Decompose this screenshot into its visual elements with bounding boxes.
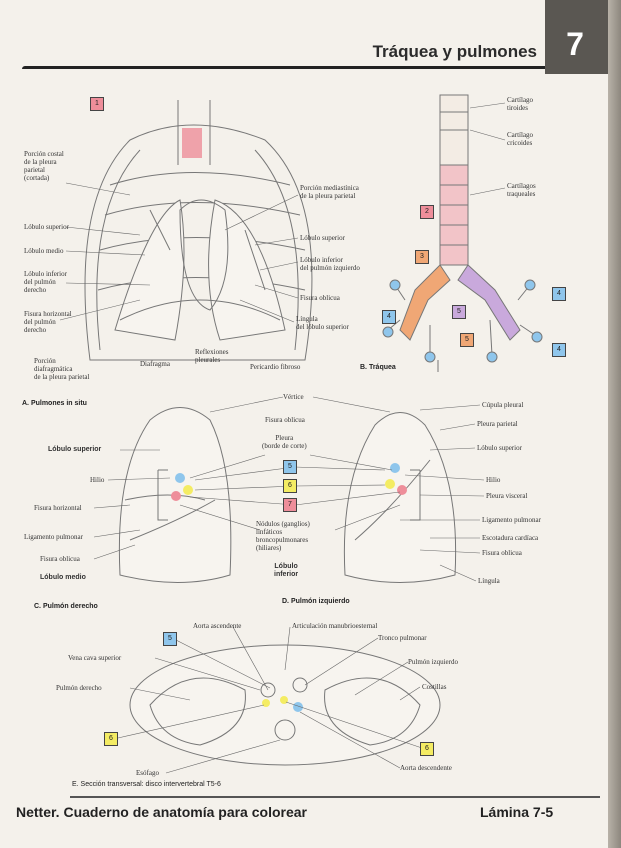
label-tiroides: Cartílago tiroides — [507, 96, 534, 112]
label-costillas: Costillas — [422, 683, 447, 691]
left-lung-d — [343, 412, 457, 583]
label-articulacion: Articulación manubrioesternal — [292, 622, 378, 630]
page-title: Tráquea y pulmones — [372, 42, 537, 61]
key-6-e-left: 6 — [104, 732, 118, 746]
page-binding — [608, 0, 621, 848]
label-lingula-d: Língula — [478, 577, 500, 585]
key-4-right-upper: 4 — [552, 287, 566, 301]
label-escotadura: Escotadura cardíaca — [482, 534, 539, 542]
label-pulmon-izquierdo: Pulmón izquierdo — [408, 658, 458, 666]
label-lobulo-medio: Lóbulo medio — [24, 247, 64, 255]
label-fisura-oblicua-d: Fisura oblicua — [482, 549, 522, 557]
label-pleura-diafragmatica: Porción diafragmática de la pleura parie… — [34, 357, 90, 381]
label-lobulo-superior-l: Lóbulo superior — [300, 234, 345, 242]
anatomy-illustrations — [59, 94, 543, 774]
footer-book-title: Netter. Cuaderno de anatomía para colore… — [16, 804, 307, 820]
label-aorta-ascendente: Aorta ascendente — [193, 622, 242, 630]
label-vena-cava: Vena cava superior — [68, 654, 122, 662]
label-fisura-horizontal-a: Fisura horizontal del pulmón derecho — [24, 310, 72, 334]
footer-plate: Lámina 7-5 — [480, 804, 554, 820]
label-lobulo-superior-d: Lóbulo superior — [477, 444, 522, 452]
key-4-left: 4 — [382, 310, 396, 324]
label-pleura-costal: Porción costal de la pleura parietal (co… — [24, 150, 64, 182]
label-esofago: Esófago — [136, 769, 159, 777]
left-lung-a — [208, 199, 286, 341]
label-fisura-oblicua-a: Fisura oblicua — [300, 294, 340, 302]
caption-b: B. Tráquea — [360, 364, 396, 371]
diaphragm-a — [119, 299, 281, 321]
label-nodulos: Nódulos (ganglios) linfáticos broncopulm… — [256, 520, 310, 552]
label-vertice: Vértice — [283, 393, 304, 401]
header-rule — [22, 66, 545, 69]
aorta-asc-e — [260, 682, 276, 698]
label-reflexiones: Reflexiones pleurales — [195, 348, 229, 364]
chapter-tab — [545, 0, 608, 74]
key-5-purple: 5 — [452, 305, 466, 319]
key-5-e: 5 — [163, 632, 177, 646]
label-hilio-d: Hilio — [486, 476, 501, 484]
label-pleura-mediastinica: Porción mediastínica de la pleura pariet… — [300, 184, 359, 200]
label-fisura-oblicua-shared: Fisura oblicua — [265, 416, 305, 424]
chapter-number: 7 — [566, 26, 584, 62]
caption-a: A. Pulmones in situ — [22, 400, 87, 407]
label-lobulo-superior-c: Lóbulo superior — [48, 446, 102, 453]
heart-a — [179, 199, 229, 311]
label-lobulo-medio-c: Lóbulo medio — [40, 574, 86, 581]
label-pleura-parietal: Pleura parietal — [477, 420, 518, 428]
right-lung-e — [149, 677, 246, 746]
pulm-trunk-e — [292, 677, 308, 693]
label-hilio-c: Hilio — [90, 476, 105, 484]
label-cupula: Cúpula pleural — [482, 401, 524, 409]
workbook-page: 7 Tráquea y pulmones — [0, 0, 608, 848]
right-bronchus — [399, 264, 451, 341]
label-ligamento-c: Ligamento pulmonar — [24, 533, 83, 541]
key-6-c: 6 — [283, 479, 297, 493]
label-diafragma: Diafragma — [140, 360, 170, 368]
label-fisura-oblicua-c: Fisura oblicua — [40, 555, 80, 563]
label-lobulo-inferior-l: Lóbulo inferior del pulmón izquierdo — [300, 256, 360, 272]
label-lobulo-inferior-r: Lóbulo inferior del pulmón derecho — [24, 270, 67, 294]
label-aorta-descendente: Aorta descendente — [400, 764, 452, 772]
key-4-right-lower: 4 — [552, 343, 566, 357]
key-7-c: 7 — [283, 498, 297, 512]
label-lingula-a: Língula del lóbulo superior — [296, 315, 349, 331]
footer-rule — [70, 796, 600, 798]
label-tronco: Tronco pulmonar — [378, 634, 427, 642]
left-bronchus — [457, 264, 521, 341]
key-5-orange: 5 — [460, 333, 474, 347]
thorax-section — [129, 644, 441, 766]
label-pleura-corte: Pleura (borde de corte) — [262, 434, 307, 450]
caption-d: D. Pulmón izquierdo — [282, 598, 350, 605]
label-pleura-visceral: Pleura visceral — [486, 492, 528, 500]
key-2: 2 — [420, 205, 434, 219]
label-pericardio: Pericardio fibroso — [250, 363, 301, 371]
key-6-e-right: 6 — [420, 742, 434, 756]
label-lobulo-superior-r: Lóbulo superior — [24, 223, 69, 231]
label-fisura-horizontal-c: Fisura horizontal — [34, 504, 82, 512]
trachea-b — [439, 164, 469, 266]
right-lung-a — [114, 199, 185, 341]
label-lobulo-inferior: Lóbulo inferior — [274, 563, 299, 578]
vertebra-e — [274, 719, 296, 741]
label-pulmon-derecho: Pulmón derecho — [56, 684, 102, 692]
caption-c: C. Pulmón derecho — [34, 603, 98, 610]
thorax-outline — [84, 124, 313, 361]
key-3: 3 — [415, 250, 429, 264]
label-traqueales: Cartílagos traqueales — [507, 182, 536, 198]
label-cricoides: Cartílago cricoides — [507, 131, 534, 147]
key-5-c: 5 — [283, 460, 297, 474]
key-1: 1 — [90, 97, 104, 111]
trachea-a-colored — [182, 128, 202, 158]
label-ligamento-d: Ligamento pulmonar — [482, 516, 541, 524]
caption-e: E. Sección transversal: disco interverte… — [72, 781, 221, 788]
left-lung-e — [324, 677, 421, 746]
